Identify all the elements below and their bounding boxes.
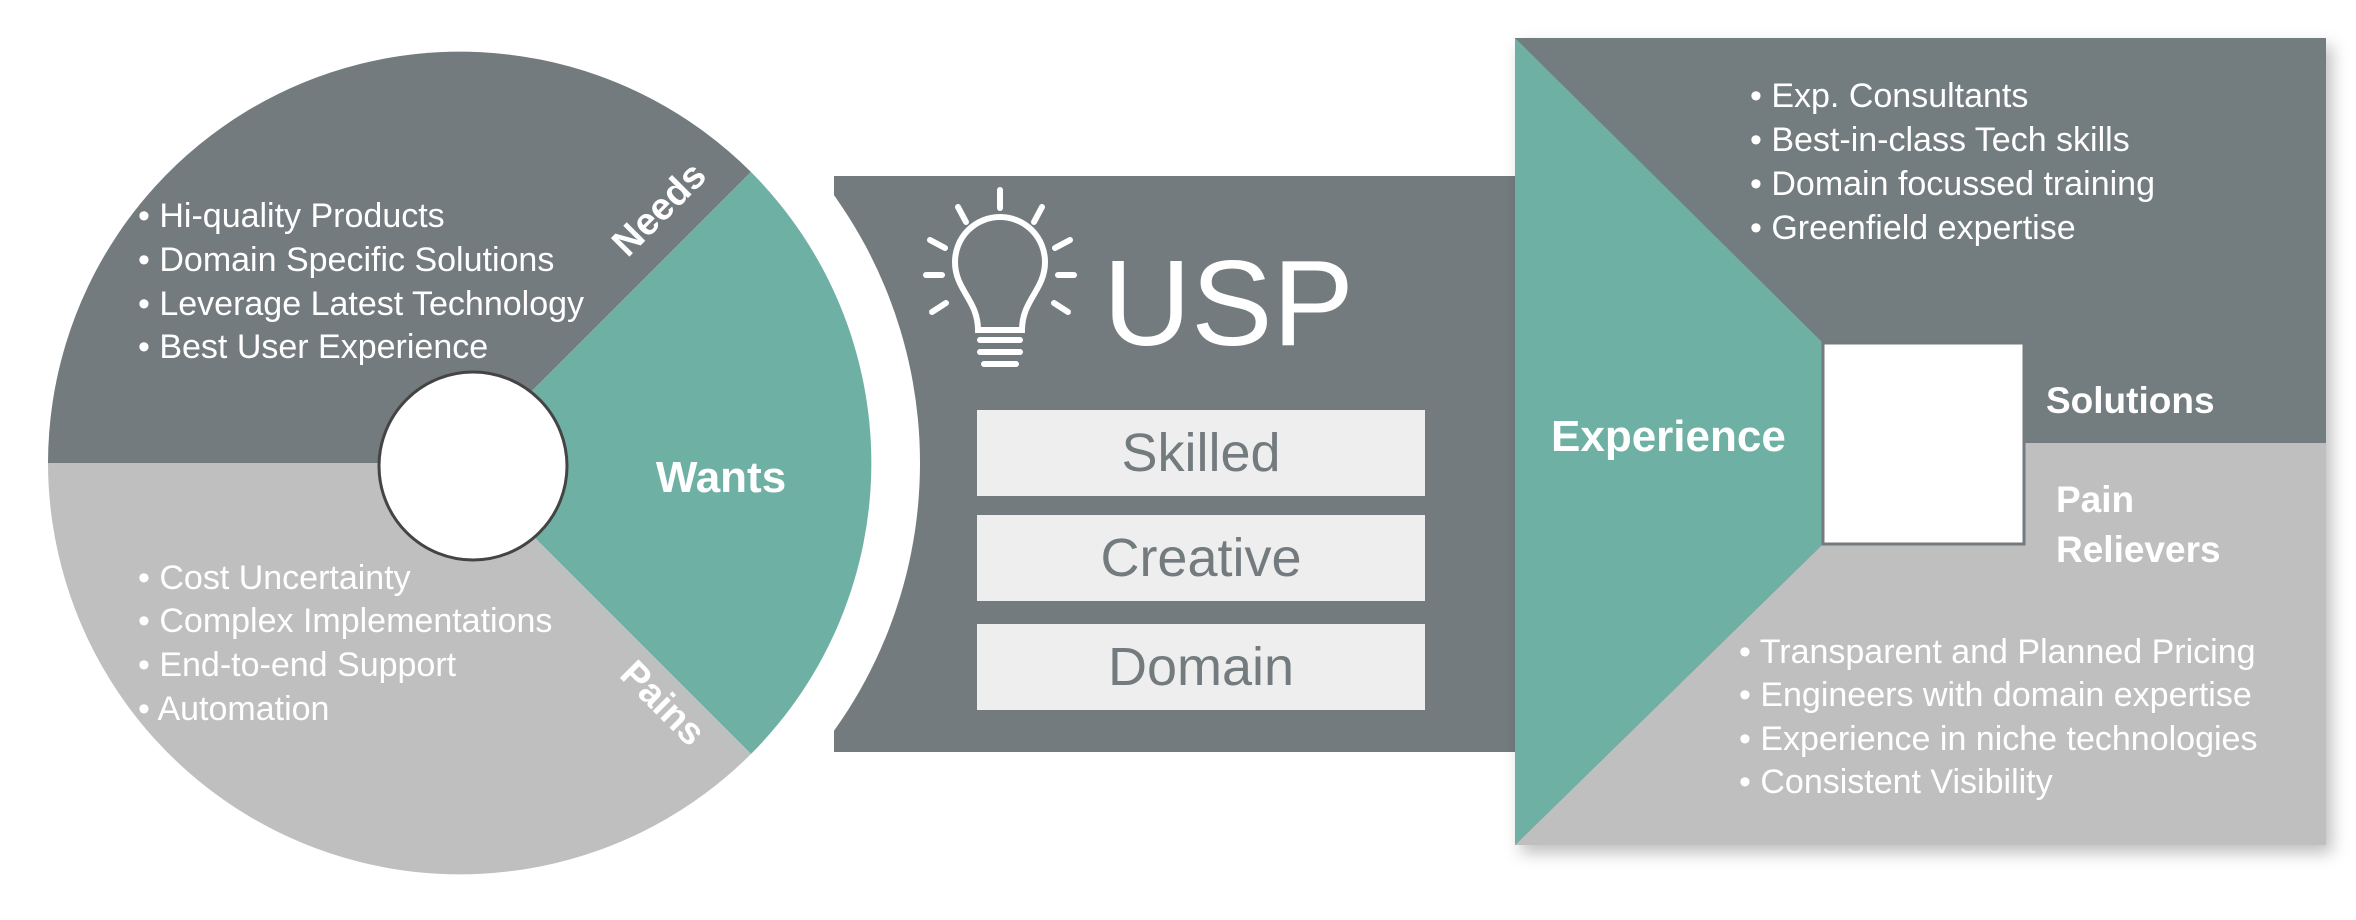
usp-box: Skilled bbox=[977, 410, 1425, 496]
experience-region bbox=[1515, 38, 1823, 845]
pains-segment bbox=[48, 463, 751, 875]
solutions-label: Solutions bbox=[2046, 380, 2215, 421]
pains-item: • End-to-end Support bbox=[138, 646, 457, 684]
pain-relievers-item: • Engineers with domain expertise bbox=[1739, 676, 2252, 714]
pains-item: • Complex Implementations bbox=[138, 602, 552, 640]
lightbulb-icon bbox=[923, 187, 1077, 367]
pain-relievers-item: • Experience in niche technologies bbox=[1739, 720, 2257, 758]
solutions-item: • Exp. Consultants bbox=[1750, 77, 2028, 115]
customer-wheel: • Hi-quality Products • Domain Specific … bbox=[48, 51, 872, 875]
wheel-center bbox=[377, 370, 569, 562]
pain-relievers-list: • Transparent and Planned Pricing • Engi… bbox=[1739, 633, 2257, 801]
usp-box-label: Domain bbox=[1108, 637, 1294, 697]
wants-label: Wants bbox=[656, 453, 786, 502]
pain-relievers-region bbox=[1515, 443, 2326, 845]
usp-box-label: Creative bbox=[1100, 528, 1301, 588]
pain-relievers-label: Pain bbox=[2056, 479, 2134, 520]
pains-item: • Automation bbox=[138, 690, 329, 728]
solutions-item: • Domain focussed training bbox=[1750, 165, 2155, 203]
usp-title: USP bbox=[1103, 235, 1354, 371]
needs-item: • Domain Specific Solutions bbox=[138, 241, 554, 279]
canvas-center-square bbox=[1821, 341, 2026, 546]
pains-list: • Cost Uncertainty • Complex Implementat… bbox=[138, 559, 552, 728]
needs-item: • Best User Experience bbox=[138, 328, 488, 366]
pains-item: • Cost Uncertainty bbox=[138, 559, 411, 597]
pain-relievers-label: Relievers bbox=[2056, 529, 2221, 570]
needs-item: • Hi-quality Products bbox=[138, 197, 445, 235]
wants-segment bbox=[460, 172, 872, 754]
solutions-list: • Exp. Consultants • Best-in-class Tech … bbox=[1750, 77, 2155, 247]
usp-box: Domain bbox=[977, 624, 1425, 710]
solutions-item: • Best-in-class Tech skills bbox=[1750, 121, 2130, 159]
needs-list: • Hi-quality Products • Domain Specific … bbox=[138, 197, 584, 366]
needs-item: • Leverage Latest Technology bbox=[138, 285, 584, 323]
value-canvas: Experience Solutions Pain Relievers • Ex… bbox=[1515, 38, 2326, 845]
experience-label: Experience bbox=[1551, 412, 1786, 461]
solutions-item: • Greenfield expertise bbox=[1750, 209, 2076, 247]
needs-segment bbox=[48, 51, 751, 463]
pain-relievers-item: • Transparent and Planned Pricing bbox=[1739, 633, 2256, 671]
usp-box: Creative bbox=[977, 515, 1425, 601]
usp-box-label: Skilled bbox=[1121, 423, 1280, 483]
pain-relievers-item: • Consistent Visibility bbox=[1739, 763, 2053, 801]
